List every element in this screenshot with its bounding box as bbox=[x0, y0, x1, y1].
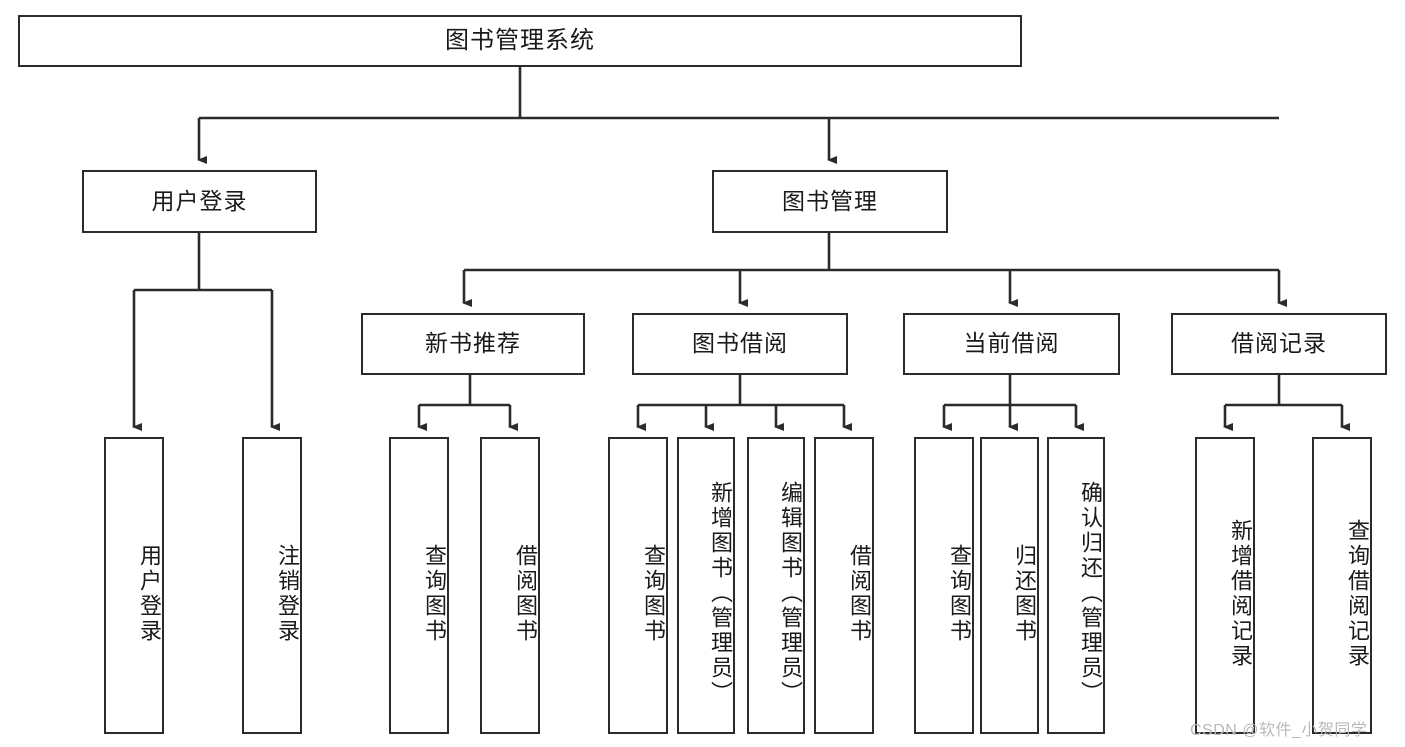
node-current-borrow[interactable]: 当前借阅 bbox=[903, 313, 1120, 375]
node-leaf-query-book-2[interactable]: 查询图书 bbox=[608, 437, 668, 734]
node-leaf-borrow-book-1[interactable]: 借阅图书 bbox=[480, 437, 540, 734]
node-leaf-user-login[interactable]: 用户登录 bbox=[104, 437, 164, 734]
node-leaf-return-book[interactable]: 归还图书 bbox=[980, 437, 1039, 734]
node-book-borrow[interactable]: 图书借阅 bbox=[632, 313, 848, 375]
node-leaf-edit-book[interactable]: 编辑图书（管理员） bbox=[747, 437, 805, 734]
node-leaf-query-book-1[interactable]: 查询图书 bbox=[389, 437, 449, 734]
node-leaf-add-book[interactable]: 新增图书（管理员） bbox=[677, 437, 735, 734]
node-borrow-record[interactable]: 借阅记录 bbox=[1171, 313, 1387, 375]
node-leaf-user-logout[interactable]: 注销登录 bbox=[242, 437, 302, 734]
node-leaf-query-book-3[interactable]: 查询图书 bbox=[914, 437, 974, 734]
node-root[interactable]: 图书管理系统 bbox=[18, 15, 1022, 67]
node-leaf-add-record[interactable]: 新增借阅记录 bbox=[1195, 437, 1255, 734]
node-leaf-borrow-book-2[interactable]: 借阅图书 bbox=[814, 437, 874, 734]
node-new-book-recommend[interactable]: 新书推荐 bbox=[361, 313, 585, 375]
node-user-login[interactable]: 用户登录 bbox=[82, 170, 317, 233]
node-book-management[interactable]: 图书管理 bbox=[712, 170, 948, 233]
csdn-watermark: CSDN @软件_小贺同学 bbox=[1190, 722, 1368, 739]
node-leaf-query-record[interactable]: 查询借阅记录 bbox=[1312, 437, 1372, 734]
node-leaf-confirm-return[interactable]: 确认归还（管理员） bbox=[1047, 437, 1105, 734]
